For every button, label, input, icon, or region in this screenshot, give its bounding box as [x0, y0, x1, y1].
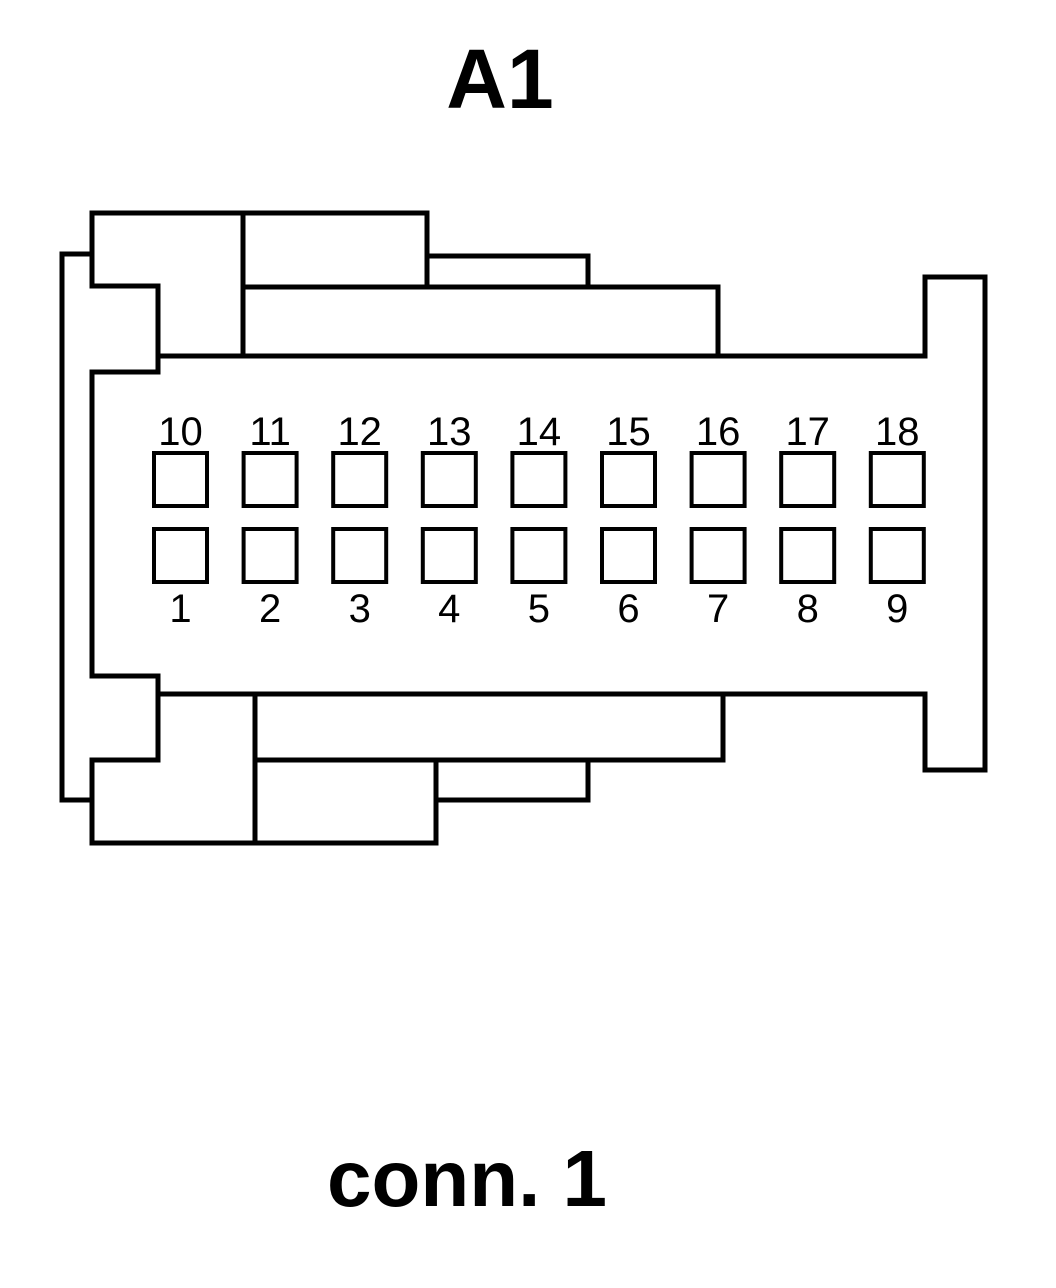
housing-top-latch [89, 210, 721, 356]
pin-cavity-6 [600, 527, 657, 584]
pin-cavity-4 [420, 527, 478, 584]
housing-bottom-divider [252, 694, 588, 843]
pin-label-14: 14 [517, 410, 562, 454]
pin-cavity-15 [600, 451, 657, 508]
pin-label-2: 2 [259, 587, 281, 631]
pin-cavity-3 [331, 527, 389, 584]
pin-label-10: 10 [158, 410, 203, 454]
pin-row-bottom: 1 2 3 4 5 6 7 8 9 [152, 527, 926, 631]
pin-label-1: 1 [169, 587, 191, 631]
pin-label-13: 13 [427, 410, 472, 454]
pin-cavity-2 [241, 527, 299, 584]
pin-cavity-11 [241, 451, 299, 508]
connector-housing [59, 210, 988, 846]
pin-label-16: 16 [696, 410, 741, 454]
pin-cavity-13 [420, 451, 478, 508]
pin-cavity-14 [510, 451, 568, 508]
housing-left-rail [59, 251, 92, 803]
housing-main-body [89, 274, 988, 773]
pin-cavity-12 [331, 451, 389, 508]
connector-caption: conn. 1 [327, 1134, 607, 1223]
housing-bottom-latch [89, 694, 726, 846]
pin-cavity-1 [152, 527, 209, 584]
pin-label-8: 8 [797, 587, 819, 631]
connector-title: A1 [446, 32, 553, 126]
pin-cavity-18 [868, 451, 926, 508]
pin-label-3: 3 [349, 587, 371, 631]
pin-cavity-7 [689, 527, 747, 584]
pin-label-4: 4 [438, 587, 460, 631]
pin-cavity-9 [868, 527, 926, 584]
pin-label-18: 18 [875, 410, 920, 454]
pin-row-top: 10 11 12 13 14 15 16 17 18 [152, 410, 926, 508]
pin-cavity-5 [510, 527, 568, 584]
pin-label-17: 17 [785, 410, 830, 454]
pin-cavity-17 [779, 451, 837, 508]
pin-label-9: 9 [886, 587, 908, 631]
pin-cavity-8 [779, 527, 837, 584]
housing-top-divider [240, 213, 588, 356]
pin-label-7: 7 [707, 587, 729, 631]
pin-label-11: 11 [249, 410, 291, 454]
pin-label-5: 5 [528, 587, 550, 631]
pin-cavity-16 [689, 451, 747, 508]
pin-cavity-10 [152, 451, 209, 508]
pin-label-15: 15 [606, 410, 651, 454]
pin-label-6: 6 [617, 587, 639, 631]
pin-label-12: 12 [337, 410, 382, 454]
